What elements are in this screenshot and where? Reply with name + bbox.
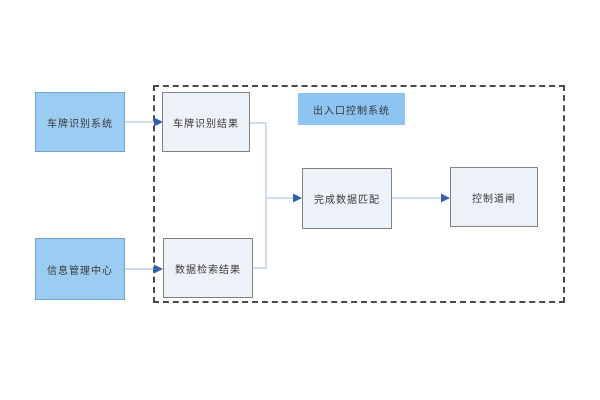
- node-label: 信息管理中心: [47, 265, 113, 277]
- node-label: 车牌识别结果: [173, 118, 239, 130]
- node-label: 数据检索结果: [175, 264, 241, 276]
- node-complete-data-match: 完成数据匹配: [302, 168, 392, 229]
- boundary-title-badge: 出入口控制系统: [298, 93, 405, 125]
- node-information-management-center: 信息管理中心: [35, 238, 125, 300]
- arrowhead-data-result: [154, 264, 163, 274]
- node-data-retrieval-result: 数据检索结果: [163, 238, 253, 298]
- arrowhead-plate-result: [154, 117, 163, 127]
- edge-data-result-to-junction: [253, 198, 267, 269]
- control-system-boundary: [153, 85, 565, 303]
- edge-plate-result-to-junction: [250, 122, 267, 198]
- node-label: 车牌识别系统: [47, 118, 113, 130]
- node-plate-recognition-result: 车牌识别结果: [162, 92, 250, 152]
- arrowhead-gate-control: [441, 193, 450, 203]
- node-label: 完成数据匹配: [314, 195, 380, 206]
- node-gate-control: 控制道闸: [450, 167, 538, 227]
- arrowhead-data-match: [293, 193, 302, 203]
- boundary-title-label: 出入口控制系统: [313, 105, 390, 117]
- node-label: 控制道闸: [472, 193, 516, 205]
- node-plate-recognition-system: 车牌识别系统: [35, 92, 125, 152]
